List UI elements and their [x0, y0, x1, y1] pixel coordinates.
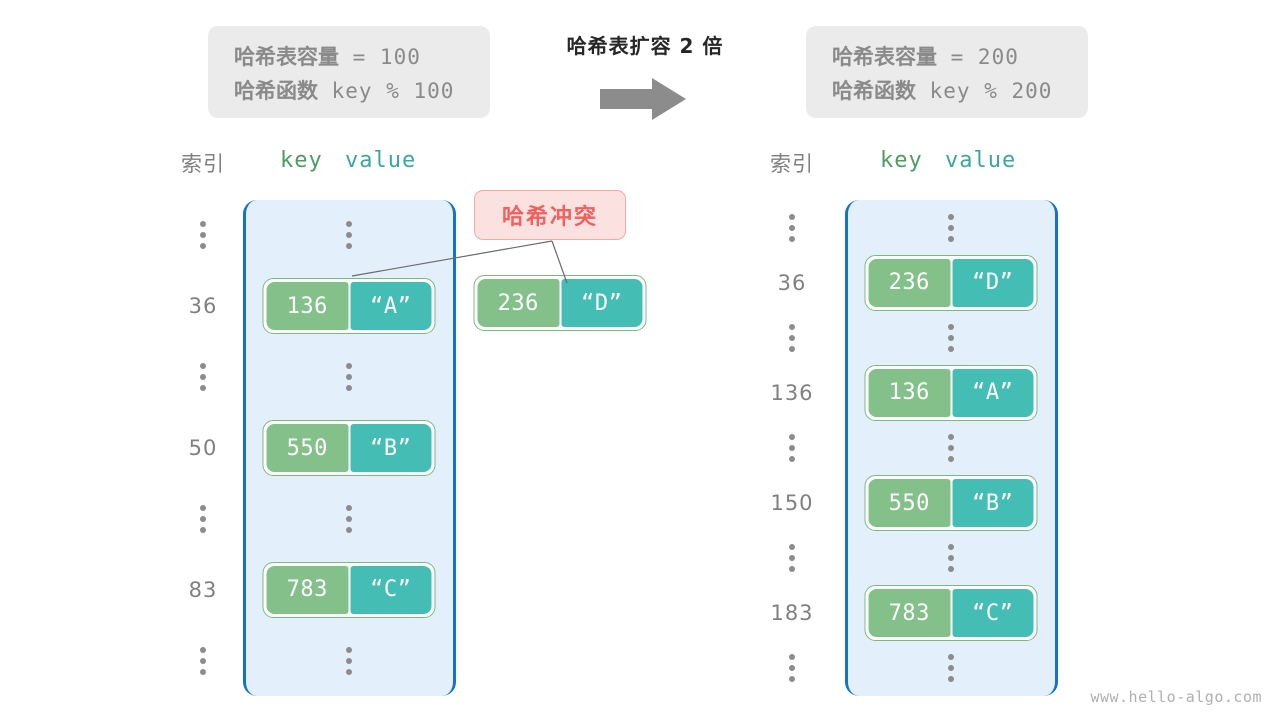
index-label: 50	[188, 436, 218, 460]
bucket-ellipsis	[948, 213, 954, 242]
kv-pair: 550“B”	[262, 420, 436, 476]
index-label: 150	[770, 491, 814, 516]
index-ellipsis	[789, 323, 795, 352]
function-line-before: 哈希函数 key % 100	[234, 74, 464, 108]
capacity-line-after: 哈希表容量 = 200	[832, 40, 1062, 74]
kv-value: “D”	[952, 258, 1034, 307]
left-header-index: 索引	[181, 152, 225, 176]
right-header-value: value	[945, 148, 1017, 173]
bucket-ellipsis	[346, 363, 352, 392]
transform-label: 哈希表扩容 2 倍	[566, 34, 724, 58]
kv-value: “A”	[952, 368, 1034, 417]
kv-pair: 236“D”	[864, 254, 1038, 311]
index-label: 83	[188, 577, 218, 602]
capacity-expr-after: = 200	[937, 45, 1019, 69]
kv-value: “B”	[350, 424, 432, 472]
bucket-ellipsis	[346, 646, 352, 675]
right-arrow-icon	[600, 78, 686, 120]
info-box-after: 哈希表容量 = 200 哈希函数 key % 200	[806, 26, 1088, 118]
index-ellipsis	[200, 363, 206, 392]
bucket-ellipsis	[948, 654, 954, 683]
index-ellipsis	[789, 544, 795, 573]
right-header-key: key	[880, 148, 923, 173]
index-label: 136	[770, 380, 814, 405]
kv-key: 783	[868, 589, 950, 638]
index-ellipsis	[789, 213, 795, 242]
capacity-line-before: 哈希表容量 = 100	[234, 40, 464, 74]
kv-key: 236	[868, 258, 950, 307]
index-label: 36	[777, 270, 807, 295]
kv-value: “B”	[952, 479, 1034, 528]
kv-key: 136	[266, 282, 348, 331]
kv-value: “A”	[350, 282, 432, 331]
bucket-ellipsis	[948, 323, 954, 352]
index-ellipsis	[200, 646, 206, 675]
right-header-index: 索引	[770, 152, 814, 176]
capacity-expr-before: = 100	[339, 45, 421, 69]
overflow-kv-pair: 236 “D”	[473, 275, 647, 331]
index-ellipsis	[200, 504, 206, 533]
kv-pair: 783“C”	[262, 561, 436, 618]
index-ellipsis	[789, 434, 795, 462]
bucket-ellipsis	[346, 504, 352, 533]
left-header-value: value	[345, 148, 417, 173]
kv-value: “C”	[350, 565, 432, 614]
kv-value: “C”	[952, 589, 1034, 638]
function-line-after: 哈希函数 key % 200	[832, 74, 1062, 108]
kv-pair: 783“C”	[864, 585, 1038, 642]
kv-key: 550	[266, 424, 348, 472]
index-label: 36	[188, 294, 218, 319]
function-label-before: 哈希函数	[234, 79, 318, 103]
function-expr-after: key % 200	[916, 79, 1053, 103]
kv-key: 783	[266, 565, 348, 614]
overflow-value: “D”	[561, 279, 643, 327]
bucket-ellipsis	[948, 434, 954, 462]
kv-key: 550	[868, 479, 950, 528]
kv-pair: 550“B”	[864, 475, 1038, 532]
index-ellipsis	[200, 221, 206, 250]
index-ellipsis	[789, 654, 795, 683]
info-box-before: 哈希表容量 = 100 哈希函数 key % 100	[208, 26, 490, 118]
collision-badge: 哈希冲突	[474, 190, 626, 240]
left-header-key: key	[280, 148, 323, 173]
capacity-label-after: 哈希表容量	[832, 45, 937, 69]
function-label-after: 哈希函数	[832, 79, 916, 103]
kv-pair: 136“A”	[864, 364, 1038, 421]
kv-pair: 136“A”	[262, 278, 436, 335]
kv-key: 136	[868, 368, 950, 417]
bucket-ellipsis	[346, 221, 352, 250]
watermark: www.hello-algo.com	[1090, 688, 1262, 706]
function-expr-before: key % 100	[318, 79, 455, 103]
capacity-label-before: 哈希表容量	[234, 45, 339, 69]
overflow-key: 236	[477, 279, 559, 327]
index-label: 183	[770, 601, 814, 626]
bucket-ellipsis	[948, 544, 954, 573]
